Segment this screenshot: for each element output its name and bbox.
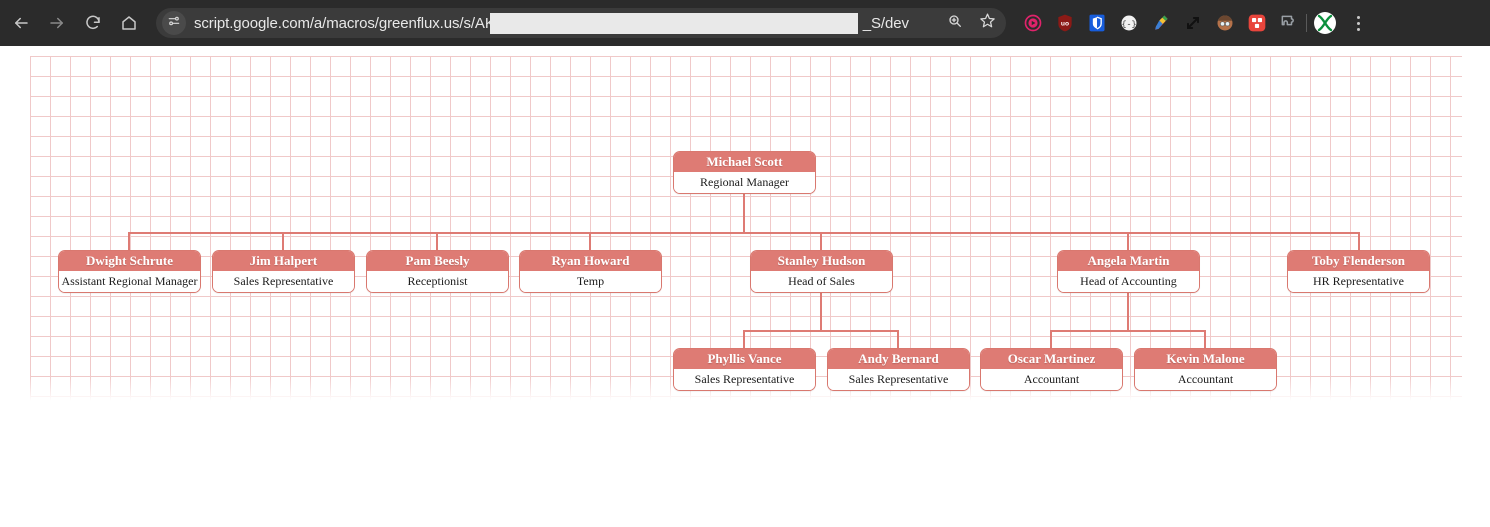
org-node-name: Dwight Schrute [59,251,200,271]
connector-line [897,330,899,348]
bookmark-star-icon [979,12,996,34]
zoom-magnifier-icon [947,13,963,34]
bitwarden-icon[interactable] [1086,12,1108,34]
connector-line [128,232,130,250]
connector-line [1050,330,1205,332]
browser-toolbar: script.google.com/a/macros/greenflux.us/… [0,0,1490,46]
org-node-title: Sales Representative [828,369,969,390]
org-node-title: Receptionist [367,271,508,292]
org-node-title: Sales Representative [213,271,354,292]
org-node-name: Oscar Martinez [981,349,1122,369]
connector-line [589,232,591,250]
org-node-title: Head of Accounting [1058,271,1199,292]
forward-button[interactable] [40,6,74,40]
extensions-tray: uo {-} [1022,12,1300,34]
org-node-name: Phyllis Vance [674,349,815,369]
org-node-name: Stanley Hudson [751,251,892,271]
connector-line [282,232,284,250]
ublock-origin-icon[interactable]: uo [1054,12,1076,34]
avatar-extension-icon[interactable] [1214,12,1236,34]
address-bar[interactable]: script.google.com/a/macros/greenflux.us/… [156,8,1006,38]
org-node-title: Temp [520,271,661,292]
fullscreen-expand-icon[interactable] [1182,12,1204,34]
connector-line [743,330,745,348]
toolbar-divider [1306,14,1307,32]
back-arrow-icon [12,14,30,32]
org-node-name: Michael Scott [674,152,815,172]
site-settings-button[interactable] [162,11,186,35]
org-node-name: Andy Bernard [828,349,969,369]
connector-line [1204,330,1206,348]
org-node-title: Regional Manager [674,172,815,193]
org-node-name: Pam Beesly [367,251,508,271]
profile-avatar-icon[interactable] [1313,11,1337,35]
org-node-title: Sales Representative [674,369,815,390]
connector-line [128,232,1360,234]
loom-record-icon[interactable] [1022,12,1044,34]
org-node-title: Assistant Regional Manager [59,271,200,292]
three-dot-menu-icon[interactable] [1345,10,1371,36]
connector-line [1127,232,1129,250]
svg-text:uo: uo [1061,21,1069,28]
site-settings-icon [167,14,181,33]
org-node-name: Ryan Howard [520,251,661,271]
org-node-name: Kevin Malone [1135,349,1276,369]
svg-text:{-}: {-} [1122,19,1137,29]
reload-button[interactable] [76,6,110,40]
wappalyzer-icon[interactable]: {-} [1118,12,1140,34]
highlighter-pen-icon[interactable] [1150,12,1172,34]
url-suffix: _S/dev [862,14,909,32]
back-button[interactable] [4,6,38,40]
url-redaction-overlay [490,13,858,34]
forward-arrow-icon [48,14,66,32]
url-text: script.google.com/a/macros/greenflux.us/… [194,15,909,32]
connector-line [743,193,745,234]
org-node-name: Angela Martin [1058,251,1199,271]
org-node-name: Toby Flenderson [1288,251,1429,271]
navigation-buttons [0,6,146,40]
connector-line [1050,330,1052,348]
org-node-name: Jim Halpert [213,251,354,271]
reload-icon [84,14,102,32]
puzzle-extensions-icon[interactable] [1278,12,1300,34]
bookmark-button[interactable] [974,10,1000,36]
zoom-button[interactable] [942,10,968,36]
connector-line [820,293,822,330]
org-node-title: Accountant [981,369,1122,390]
connector-line [1358,232,1360,250]
home-icon [120,14,138,32]
org-node-title: HR Representative [1288,271,1429,292]
org-node-title: Head of Sales [751,271,892,292]
omnibox-actions [942,8,1000,38]
todoist-icon[interactable] [1246,12,1268,34]
connector-line [436,232,438,250]
grid-background [30,56,1462,401]
home-button[interactable] [112,6,146,40]
connector-line [1127,293,1129,330]
org-node-title: Accountant [1135,369,1276,390]
connector-line [820,232,822,250]
connector-line [743,330,898,332]
url-prefix: script.google.com/a/macros/greenflux.us/… [194,14,495,32]
